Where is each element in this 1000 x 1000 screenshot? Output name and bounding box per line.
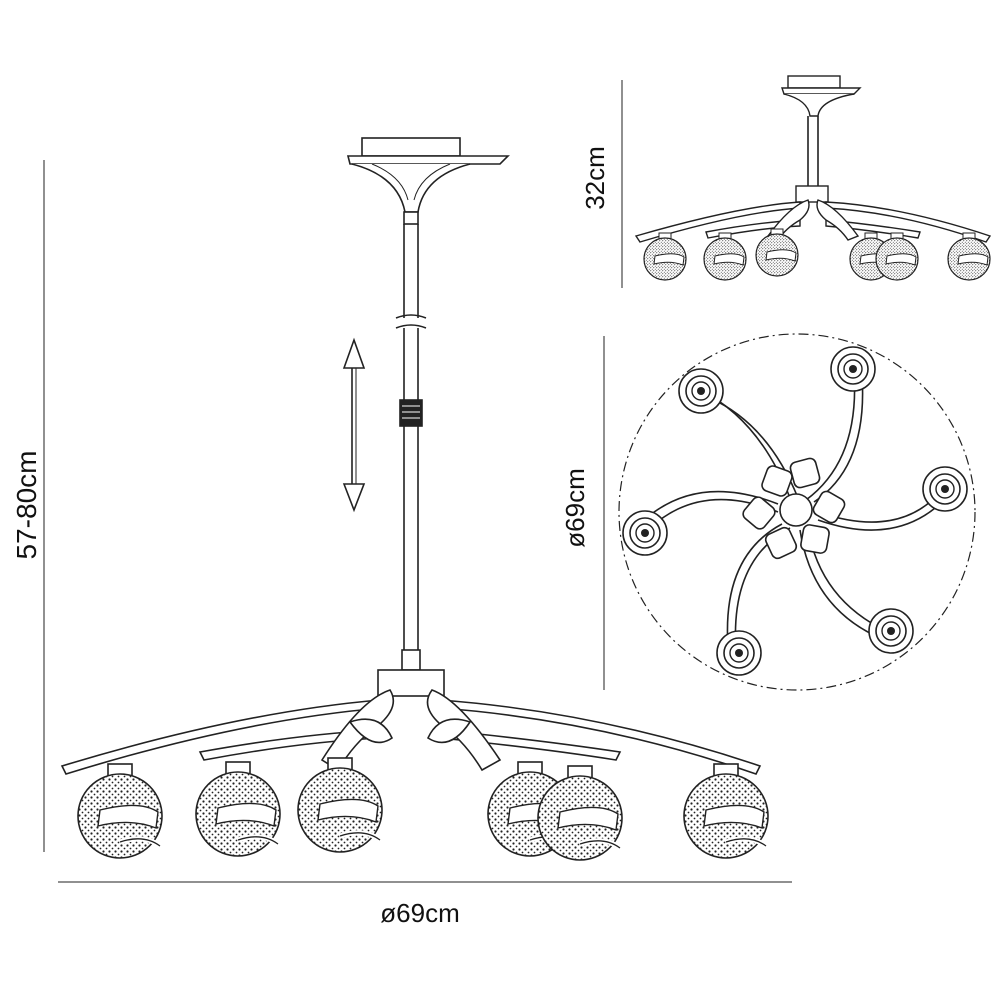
plan-lamp (868, 608, 914, 654)
lamp-shades (78, 758, 768, 860)
adjustment-arrow-icon (342, 337, 366, 513)
height-dimension: 57-80cm (11, 160, 45, 852)
depth-dimension: 32cm (580, 80, 623, 288)
plan-lamp (716, 630, 762, 676)
plan-lamp (922, 466, 968, 512)
plan-outline (618, 333, 976, 691)
height-dimension-label: 57-80cm (11, 451, 42, 560)
lamp-shade (703, 232, 747, 281)
diameter-dimension-label: ø69cm (560, 468, 590, 547)
diameter-dimension: ø69cm (560, 336, 605, 690)
lamp-shade (196, 762, 280, 856)
suspension-rod (395, 211, 427, 671)
width-dimension-label: ø69cm (380, 898, 459, 928)
plan-lamp (678, 368, 724, 414)
lamp-shade (78, 764, 162, 858)
arms (60, 689, 762, 775)
depth-dimension-label: 32cm (580, 146, 610, 210)
lamp-shade (684, 764, 768, 858)
width-dimension: ø69cm (58, 881, 792, 928)
lamp-shade (755, 228, 799, 277)
plan-lamp (830, 346, 876, 392)
main-elevation-view (60, 137, 768, 860)
side-view (634, 75, 992, 281)
plan-view (618, 333, 976, 691)
ceiling-plate (346, 137, 510, 213)
lamp-shade (643, 232, 687, 281)
plan-center-rosette (742, 457, 846, 560)
plan-lamp (622, 510, 668, 556)
lamp-shade (875, 232, 919, 281)
lamp-shade (298, 758, 382, 852)
